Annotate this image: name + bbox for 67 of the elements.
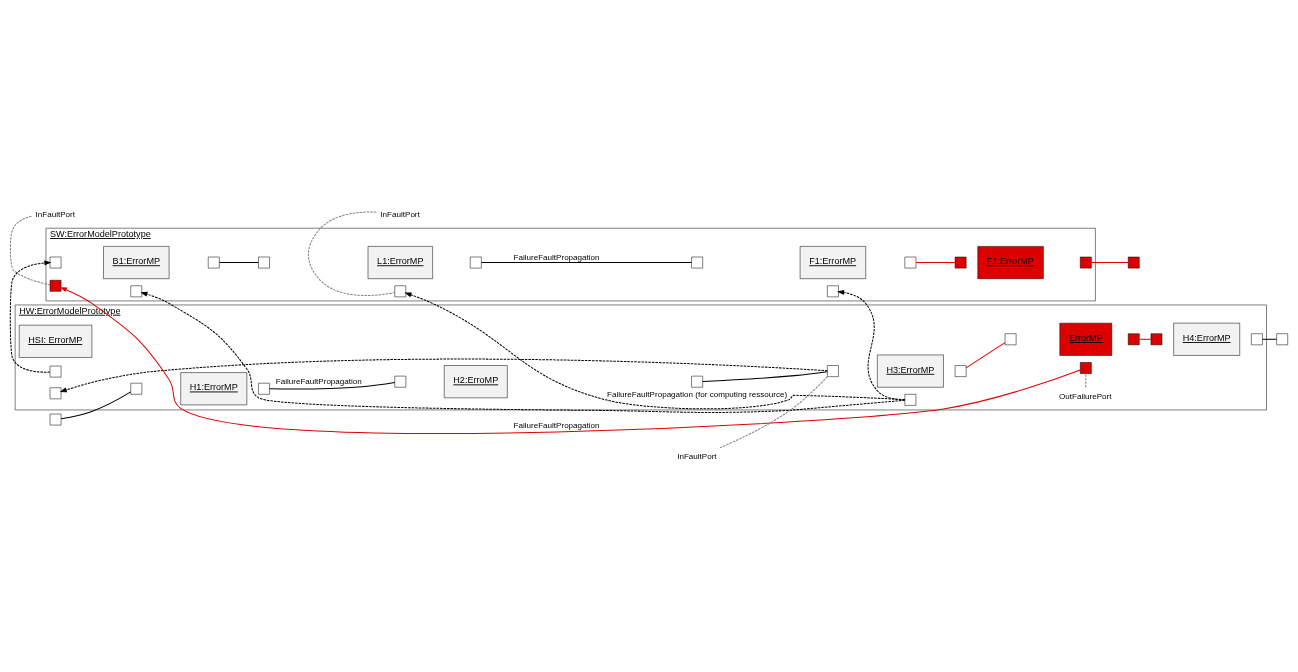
connector [60,391,132,420]
node-box [827,365,839,377]
node-box [1004,333,1017,346]
connector [1091,262,1129,264]
connector [719,376,828,449]
node-box [1127,333,1140,346]
node-box [394,285,407,298]
edge-label: FailureFaultPropagation [275,377,362,387]
node-box: HSI: ErrorMP [18,324,93,358]
node-box [49,365,62,378]
arrow [836,290,906,401]
node-box [691,375,703,388]
edge-label: FailureFaultPropagation [513,421,600,431]
node-box: H4:ErrorMP [1173,322,1240,356]
node-box: L1:ErrorMP [367,246,433,279]
node-box [827,285,839,298]
node-box [1276,333,1288,346]
connector [702,371,828,382]
connector [481,262,693,264]
edge-label: FailureFaultPropagation [513,252,600,262]
node-box [691,256,703,269]
node-box [954,365,967,377]
node-box [1080,362,1092,374]
arrow [404,292,906,410]
node-box [904,394,917,406]
node-text: InFaultPort [677,451,717,461]
node-box [49,256,62,269]
node-box: H3:ErrorMP [877,354,944,388]
node-box: F1:ErrorMP [977,246,1044,279]
connector [1085,373,1087,389]
node-box [954,256,967,269]
node-box [130,285,143,298]
connector [1262,338,1278,340]
node-box [1080,256,1092,269]
node-box: F1:ErrorMP [799,246,866,279]
node-text: InFaultPort [380,210,420,220]
connector [965,342,1006,369]
node-box [49,387,62,400]
node-box [258,382,270,395]
node-box: ErrorMP [1059,322,1113,356]
arrow [59,358,828,393]
arrow [59,287,1081,434]
node-box: H1:ErrorMP [180,372,248,406]
arrow [9,260,52,373]
node-box [208,256,220,269]
node-box [258,256,270,269]
connector [218,262,259,264]
connector [915,262,956,264]
node-box [130,382,143,395]
node-box [49,413,62,426]
edge-label: FailureFaultPropagation (for computing ressource) [607,390,788,400]
arrow [140,291,906,413]
node-text: InFaultPort [35,210,76,220]
node-box [49,279,62,292]
connector [9,215,51,286]
node-text: OutFailurePort [1059,391,1112,401]
node-box [904,256,917,269]
node-box [1150,333,1163,346]
node-box: B1:ErrorMP [103,246,170,279]
node-box [394,375,407,388]
node-box: H2:ErroMP [444,365,508,399]
node-box [469,256,482,269]
connector [269,382,396,390]
connector [1139,338,1152,340]
node-box [1127,256,1140,269]
connector [307,211,396,296]
node-box [1251,333,1263,346]
